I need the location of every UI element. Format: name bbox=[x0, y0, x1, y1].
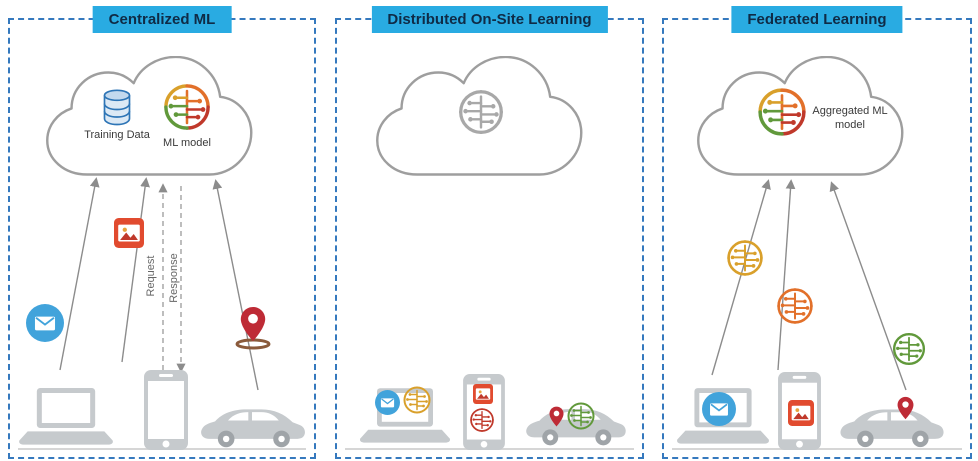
car-icon bbox=[196, 402, 308, 450]
location-pin-icon bbox=[549, 406, 564, 427]
response-label: Response bbox=[168, 253, 180, 303]
upload-arrow-phone bbox=[121, 177, 150, 363]
laptop-icon bbox=[16, 388, 116, 448]
panel-federated-learning: Federated Learning Aggregated ML model bbox=[662, 6, 972, 459]
gray-brain-icon bbox=[455, 86, 507, 138]
green-brain-icon bbox=[890, 330, 928, 368]
ml-model-label: ML model bbox=[163, 137, 211, 149]
panel-title-distributed-onsite: Distributed On-Site Learning bbox=[371, 6, 608, 33]
upload-arrow-laptop bbox=[711, 179, 771, 376]
upload-arrow-car bbox=[829, 181, 907, 391]
email-icon bbox=[26, 304, 64, 342]
cloud-icon bbox=[46, 56, 253, 176]
car-icon bbox=[836, 402, 946, 450]
panel-centralized-ml: Centralized ML Training Data ML model Re… bbox=[8, 6, 316, 459]
green-brain-icon bbox=[565, 400, 597, 432]
request-label: Request bbox=[145, 255, 157, 297]
upload-arrow-laptop bbox=[59, 177, 100, 371]
upload-arrow-car bbox=[212, 179, 259, 391]
red-brain-icon bbox=[468, 406, 496, 434]
aggregated-brain-icon bbox=[754, 84, 810, 140]
training-data-label: Training Data bbox=[84, 129, 150, 141]
orange-brain-icon bbox=[774, 285, 816, 327]
panel-title-federated-learning: Federated Learning bbox=[731, 6, 903, 33]
location-pin-icon bbox=[897, 396, 914, 420]
panel-title-centralized-ml: Centralized ML bbox=[92, 6, 232, 33]
upload-arrow-phone bbox=[777, 179, 796, 371]
arrows-layer-centralized bbox=[59, 177, 259, 391]
location-pin-icon bbox=[240, 306, 266, 342]
ml-model-brain-icon bbox=[160, 80, 214, 134]
photo-icon bbox=[473, 384, 493, 404]
photo-icon bbox=[788, 400, 814, 426]
email-icon bbox=[702, 392, 736, 426]
yellow-brain-icon bbox=[724, 237, 766, 279]
database-icon bbox=[102, 88, 132, 126]
panel-distributed-onsite-learning: Distributed On-Site Learning bbox=[335, 6, 644, 459]
cloud-icon bbox=[376, 56, 583, 176]
smartphone-icon bbox=[144, 370, 188, 450]
email-icon bbox=[375, 390, 400, 415]
yellow-brain-icon bbox=[401, 384, 433, 416]
arrows-layer-federated bbox=[711, 179, 907, 391]
aggregated-model-label: Aggregated ML model bbox=[812, 105, 888, 132]
photo-icon bbox=[114, 218, 144, 248]
